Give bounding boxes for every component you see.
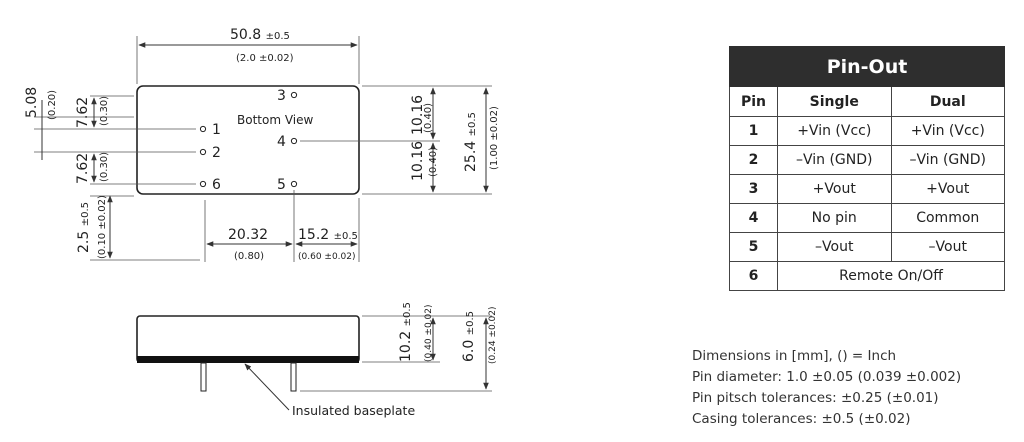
single-cell: +Vout bbox=[777, 174, 892, 204]
pin-1-circle bbox=[199, 125, 207, 133]
pin-number: 1 bbox=[729, 116, 778, 146]
d152-label: 15.2 ±0.5 bbox=[298, 227, 358, 243]
dual-cell: +Vin (Vcc) bbox=[890, 116, 1005, 146]
d25-label: 2.5 ±0.5 bbox=[76, 202, 92, 253]
pin-4-label: 4 bbox=[277, 134, 286, 150]
d2032-inch: (0.80) bbox=[234, 251, 264, 262]
pin-number: 5 bbox=[729, 232, 778, 262]
table-row: 2 –Vin (GND) –Vin (GND) bbox=[729, 145, 1005, 175]
single-cell: +Vin (Vcc) bbox=[777, 116, 892, 146]
d508-label: 5.08 bbox=[24, 87, 40, 118]
d1016-bot-inch: (0.40) bbox=[428, 147, 439, 177]
d60-label: 6.0 ±0.5 bbox=[461, 311, 477, 362]
d762-bot-inch: (0.30) bbox=[99, 152, 110, 182]
pin-4-circle bbox=[290, 137, 298, 145]
dual-cell: Common bbox=[890, 203, 1005, 233]
col-header-pin: Pin bbox=[729, 86, 778, 117]
width-dim-label: 50.8 ±0.5 bbox=[230, 27, 290, 43]
spec-notes: Dimensions in [mm], () = Inch Pin diamet… bbox=[692, 346, 961, 430]
table-row: 6 Remote On/Off bbox=[729, 261, 1005, 291]
d762-top-label: 7.62 bbox=[75, 97, 91, 128]
d254-label: 25.4 ±0.5 bbox=[463, 112, 479, 172]
dual-cell: –Vin (GND) bbox=[890, 145, 1005, 175]
single-cell: –Vin (GND) bbox=[777, 145, 892, 175]
dual-cell: –Vout bbox=[890, 232, 1005, 262]
baseplate bbox=[137, 356, 359, 363]
pin-3-circle bbox=[290, 91, 298, 99]
pin-5-circle bbox=[290, 180, 298, 188]
d152-inch: (0.60 ±0.02) bbox=[298, 252, 356, 262]
module-body-side-view bbox=[136, 315, 360, 363]
width-dim-inch: (2.0 ±0.02) bbox=[236, 53, 294, 64]
d254-inch: (1.00 ±0.02) bbox=[489, 106, 500, 170]
note-line: Pin diameter: 1.0 ±0.05 (0.039 ±0.002) bbox=[692, 369, 962, 385]
table-row: 4 No pin Common bbox=[729, 203, 1005, 233]
d762-top-inch: (0.30) bbox=[99, 96, 110, 126]
pin-1-label: 1 bbox=[212, 122, 221, 138]
d508-inch: (0.20) bbox=[47, 90, 58, 120]
pin-number: 4 bbox=[729, 203, 778, 233]
pinout-table: Pin-Out Pin Single Dual 1 +Vin (Vcc) +Vi… bbox=[729, 46, 1005, 291]
single-cell: –Vout bbox=[777, 232, 892, 262]
d1016-bot-label: 10.16 bbox=[410, 141, 426, 181]
single-cell: No pin bbox=[777, 203, 892, 233]
d2032-label: 20.32 bbox=[228, 227, 268, 243]
d1016-top-label: 10.16 bbox=[410, 95, 426, 135]
pin-number: 3 bbox=[729, 174, 778, 204]
pin-5-label: 5 bbox=[277, 177, 286, 193]
note-line: Casing tolerances: ±0.5 (±0.02) bbox=[692, 411, 911, 427]
d102-label: 10.2 ±0.5 bbox=[398, 302, 414, 362]
table-row: 1 +Vin (Vcc) +Vin (Vcc) bbox=[729, 116, 1005, 146]
pin-6-circle bbox=[199, 180, 207, 188]
note-line: Pin pitsch tolerances: ±0.25 (±0.01) bbox=[692, 390, 939, 406]
baseplate-leader-line bbox=[244, 363, 290, 411]
side-pin-left bbox=[200, 362, 207, 392]
table-row: 5 –Vout –Vout bbox=[729, 232, 1005, 262]
pinout-title: Pin-Out bbox=[729, 46, 1005, 87]
pin-3-label: 3 bbox=[277, 88, 286, 104]
pin-2-circle bbox=[199, 148, 207, 156]
table-row: 3 +Vout +Vout bbox=[729, 174, 1005, 204]
note-line: Dimensions in [mm], () = Inch bbox=[692, 348, 897, 364]
pin-6-label: 6 bbox=[212, 177, 221, 193]
d762-bot-label: 7.62 bbox=[75, 153, 91, 184]
d102-inch: (0.40 ±0.02) bbox=[424, 304, 434, 362]
side-pin-right bbox=[290, 362, 297, 392]
pin-number: 2 bbox=[729, 145, 778, 175]
pin-2-label: 2 bbox=[212, 145, 221, 161]
baseplate-label: Insulated baseplate bbox=[292, 403, 415, 418]
d1016-top-inch: (0.40) bbox=[423, 103, 434, 133]
merged-cell: Remote On/Off bbox=[777, 261, 1005, 291]
bottom-view-label: Bottom View bbox=[237, 113, 313, 127]
dual-cell: +Vout bbox=[890, 174, 1005, 204]
pin-number: 6 bbox=[729, 261, 778, 291]
module-body-bottom-view bbox=[136, 85, 360, 195]
col-header-dual: Dual bbox=[890, 86, 1005, 117]
d60-inch: (0.24 ±0.02) bbox=[488, 306, 498, 364]
col-header-single: Single bbox=[777, 86, 892, 117]
d25-inch: (0.10 ±0.02) bbox=[97, 195, 108, 259]
